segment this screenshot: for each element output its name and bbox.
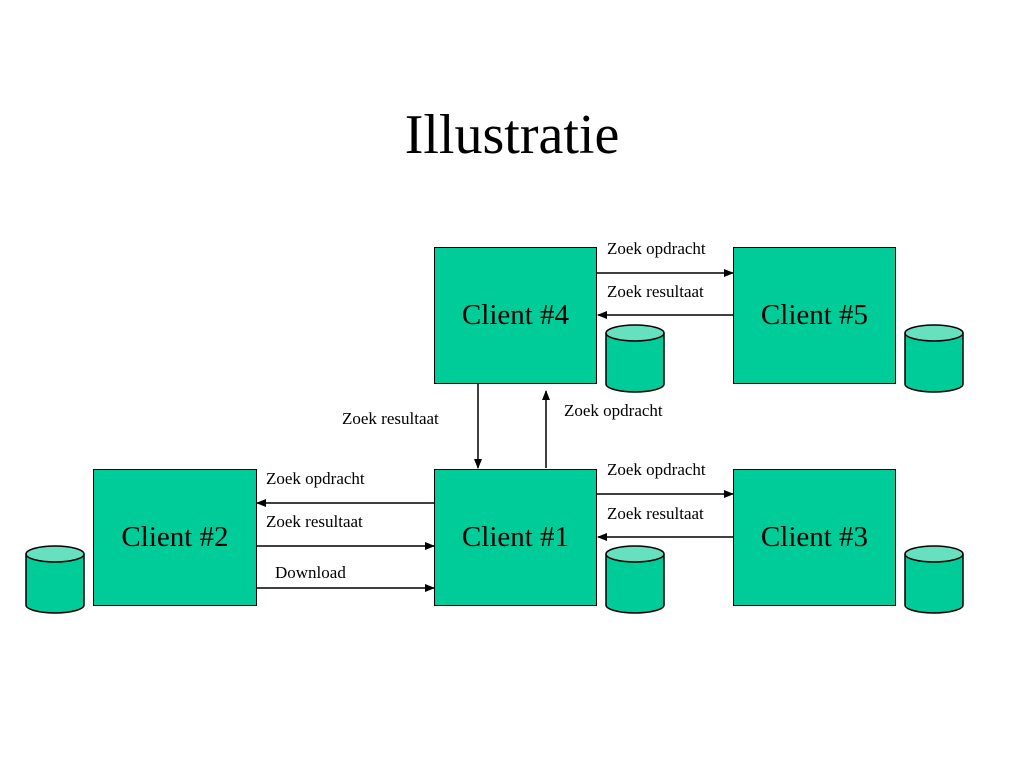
database-icon (904, 545, 964, 614)
node-client-4: Client #4 (434, 247, 597, 384)
node-client-3: Client #3 (733, 469, 896, 606)
node-label: Client #3 (760, 521, 869, 553)
edge-label: Zoek opdracht (607, 460, 706, 479)
database-icon (25, 545, 85, 614)
database-icon (605, 324, 665, 393)
edge-label: Zoek opdracht (607, 239, 706, 258)
node-label: Client #1 (461, 521, 570, 553)
node-client-1: Client #1 (434, 469, 597, 606)
node-label: Client #2 (121, 521, 229, 553)
edge-label: Zoek resultaat (607, 282, 704, 301)
edge-label: Zoek opdracht (266, 469, 365, 488)
edge-label: Download (275, 563, 346, 582)
database-icon (904, 324, 964, 393)
node-client-5: Client #5 (733, 247, 896, 384)
node-label: Client #4 (461, 299, 570, 331)
slide-title: Illustratie (404, 104, 620, 166)
node-label: Client #5 (760, 299, 869, 331)
edge-label: Zoek resultaat (342, 409, 439, 428)
node-client-2: Client #2 (93, 469, 257, 606)
edge-label: Zoek opdracht (564, 401, 663, 420)
database-icon (605, 545, 665, 614)
edge-label: Zoek resultaat (607, 504, 704, 523)
edge-label: Zoek resultaat (266, 512, 363, 531)
